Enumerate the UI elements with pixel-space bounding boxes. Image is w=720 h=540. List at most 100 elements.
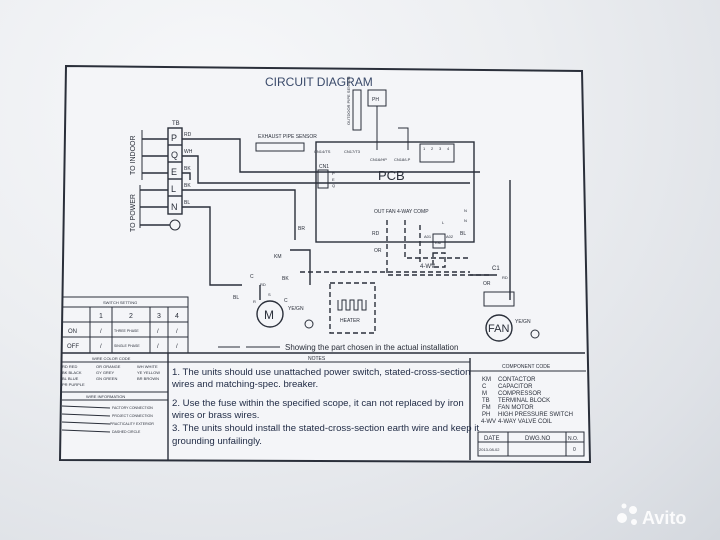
color-bk: BK BLACK: [62, 370, 82, 375]
note-line: 2. Use the fuse within the specified sco…: [172, 398, 464, 409]
cn1-pin-e: E: [332, 177, 335, 182]
color-gy: GY GREY: [96, 370, 114, 375]
dip-4: 4: [447, 146, 450, 151]
component-code-title: COMPONENT CODE: [502, 364, 551, 370]
notes-title: NOTES: [308, 356, 326, 362]
date-value: 2013-08-02: [479, 447, 500, 452]
off-3: /: [157, 344, 159, 350]
code-tb: TB: [482, 398, 490, 404]
pcb-l: L: [442, 220, 445, 225]
date-label: DATE: [484, 436, 500, 442]
connector-cn17: CN17/T3: [344, 149, 361, 154]
name-c: CAPACITOR: [498, 384, 533, 390]
outdoor-sensor-label: OUTDOOR PIPE SENSOR: [346, 76, 351, 125]
dip-1: 1: [423, 146, 426, 151]
wire-info-title: WIRE INFORMATION: [86, 394, 125, 399]
no-label: N.O.: [568, 436, 578, 442]
dwg-label: DWG.NO: [525, 436, 551, 442]
fan-motor: [485, 314, 513, 342]
connector-cn16: CN16/HP: [370, 157, 387, 162]
wire-info-project: PROJECT CONNECTION: [112, 414, 153, 418]
terminal-r: R: [253, 299, 256, 304]
heater-label: HEATER: [340, 318, 360, 324]
terminal-q: Q: [171, 150, 178, 160]
color-or: OR ORANGE: [96, 364, 121, 369]
switch-setting-table: SWITCH SETTING 1 2 3 4 ON / THREE PHASE …: [61, 296, 189, 354]
terminal-e: E: [171, 167, 177, 177]
on-1: /: [100, 329, 102, 335]
wire-color-code: WIRE COLOR CODE RD RED OR ORANGE WH WHIT…: [62, 356, 160, 387]
wire-wh: WH: [184, 149, 193, 155]
notes-box: NOTES 1. The units should use unattached…: [171, 356, 479, 447]
code-4wv: 4-WV: [481, 419, 496, 425]
diagram-title: CIRCUIT DIAGRAM: [265, 75, 373, 89]
a02-label: A02: [446, 234, 454, 239]
note-line: wires and matching-spec. breaker.: [171, 379, 318, 390]
tb-label: TB: [172, 121, 180, 127]
wire-rd-comp: RD: [260, 282, 266, 287]
note-line: 1. The units should use unattached power…: [172, 367, 470, 378]
pcb-outputs-label: OUT FAN 4-WAY COMP: [374, 209, 429, 215]
outdoor-pipe-sensor: [352, 89, 362, 131]
wire-info-factory: FACTORY CONNECTION: [112, 406, 153, 410]
terminal-block: TB P Q E L N RD WH BK BK BL TO INDOOR TO…: [130, 121, 193, 232]
code-fm: FM: [482, 405, 491, 411]
dip-2: 2: [431, 146, 434, 151]
off-4: /: [176, 344, 178, 350]
name-fm: FAN MOTOR: [498, 405, 534, 411]
wire-rd: RD: [184, 132, 192, 138]
wire-bl-comp: BL: [233, 295, 239, 301]
terminal-p: P: [171, 133, 177, 143]
wire-br: BR: [298, 226, 305, 232]
connector-cn14: CN14/TS: [314, 149, 331, 154]
wire-info-dashed: DASHED CIRCLE: [112, 430, 141, 434]
color-br: BR BROWN: [137, 376, 159, 381]
pcb-n2: N: [464, 218, 467, 223]
terminal-l: L: [171, 184, 176, 194]
code-km: KM: [482, 377, 491, 383]
switch-setting-title: SWITCH SETTING: [103, 300, 137, 305]
note-line: 3. The units should install the stated-c…: [172, 423, 479, 434]
connector-cn18: CN18/LP: [394, 157, 411, 162]
wire-information: WIRE INFORMATION FACTORY CONNECTION PROJ…: [61, 394, 154, 434]
fan-ground-label: YE/GN: [515, 319, 531, 325]
name-km: CONTACTOR: [498, 377, 536, 383]
cn1-pin-p: P: [332, 171, 335, 176]
color-gn: GN GREEN: [96, 376, 117, 381]
color-pr: PR PURPLE: [62, 382, 85, 387]
km-coil-label: KM: [435, 240, 441, 245]
fan-wire-rd: RD: [502, 275, 508, 280]
pcb-n1: N: [464, 208, 467, 213]
color-rd: RD RED: [62, 364, 77, 369]
ground-icon: [530, 329, 540, 339]
wire-info-practicality: PRACTICALITY EXTERIOR: [110, 422, 154, 426]
dip-switch[interactable]: [419, 143, 455, 163]
name-m: COMPRESSOR: [498, 391, 542, 397]
col-1: 1: [99, 313, 103, 320]
fan-capacitor: [483, 291, 515, 307]
c1-label: C1: [492, 266, 500, 272]
on-3: /: [157, 329, 159, 335]
name-ph: HIGH PRESSURE SWITCH: [498, 412, 573, 418]
wire-bk: BK: [184, 166, 191, 172]
pcb-board: [315, 141, 475, 243]
row-on: ON: [68, 329, 77, 335]
compressor-motor: [256, 300, 284, 328]
ph-label: PH: [372, 97, 379, 103]
fan-wire-or: OR: [483, 281, 491, 287]
note-line: grounding unfailingly.: [172, 436, 262, 447]
col-2: 2: [129, 313, 133, 320]
cn1-pin-q: Q: [332, 183, 335, 188]
connector-cn1: CN1: [319, 164, 329, 170]
ground-icon: [304, 319, 314, 329]
code-ph: PH: [482, 412, 490, 418]
name-tb: TERMINAL BLOCK: [498, 398, 550, 404]
exhaust-pipe-sensor: [255, 142, 305, 152]
wire-bk-comp: BK: [282, 276, 289, 282]
watermark-text: Avito: [642, 508, 686, 528]
code-c: C: [482, 384, 487, 390]
color-ye: YE YELLOW: [137, 370, 160, 375]
wire-color-title: WIRE COLOR CODE: [92, 356, 131, 361]
